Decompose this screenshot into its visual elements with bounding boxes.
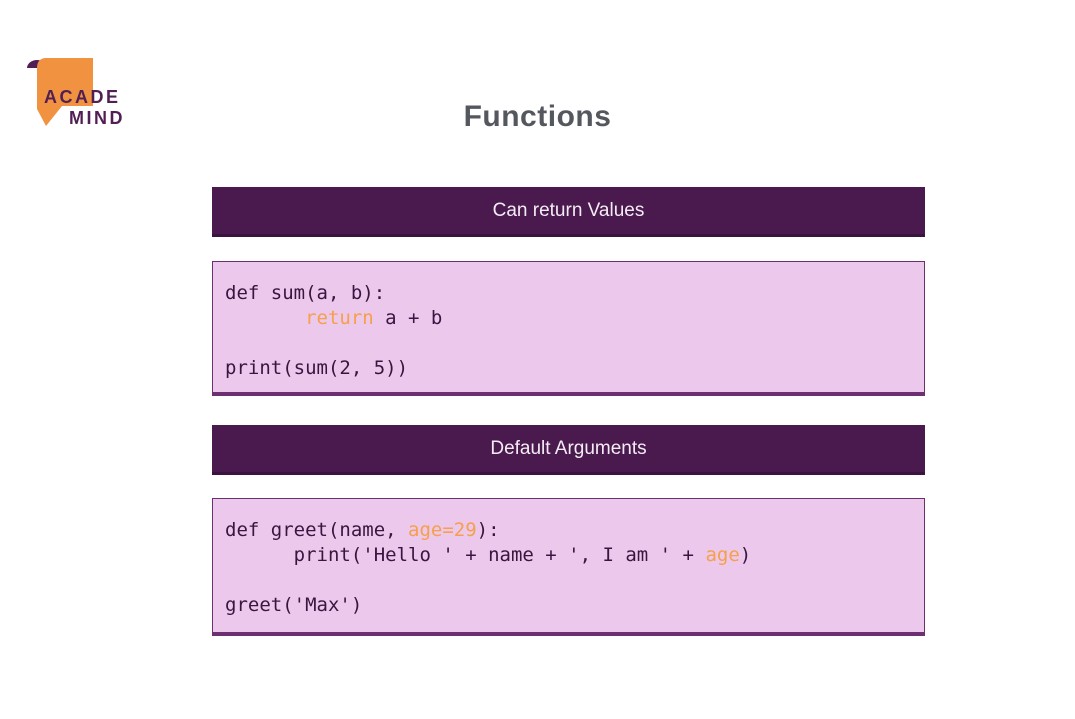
- code-line: def sum(a, b):: [225, 282, 386, 304]
- code-line: print(sum(2, 5)): [225, 357, 409, 379]
- section-banner-default-arguments: Default Arguments: [212, 425, 925, 475]
- section-banner-can-return-values: Can return Values: [212, 187, 925, 237]
- page-title: Functions: [463, 100, 612, 133]
- highlighted-token: return: [305, 307, 374, 329]
- academind-logo: ACADE MIND: [26, 54, 146, 134]
- code-line: greet('Max'): [225, 594, 363, 616]
- section-banner-label: Can return Values: [492, 199, 645, 221]
- code-line: [225, 331, 924, 356]
- highlighted-token: age=29: [408, 519, 477, 541]
- highlighted-token: age: [705, 544, 740, 566]
- code-line: [225, 568, 924, 593]
- section-banner-label: Default Arguments: [490, 437, 647, 459]
- code-block-return-values: def sum(a, b): return a + b print(sum(2,…: [212, 261, 925, 396]
- code-line: return a + b: [305, 307, 443, 329]
- code-block-default-arguments: def greet(name, age=29): print('Hello ' …: [212, 498, 925, 636]
- logo-text-acade: ACADE: [44, 87, 121, 107]
- logo-text-mind: MIND: [69, 108, 125, 128]
- academind-ribbon-icon: [27, 58, 93, 126]
- code-line: def greet(name, age=29):: [225, 519, 500, 541]
- code-line: print('Hello ' + name + ', I am ' + age): [225, 544, 752, 566]
